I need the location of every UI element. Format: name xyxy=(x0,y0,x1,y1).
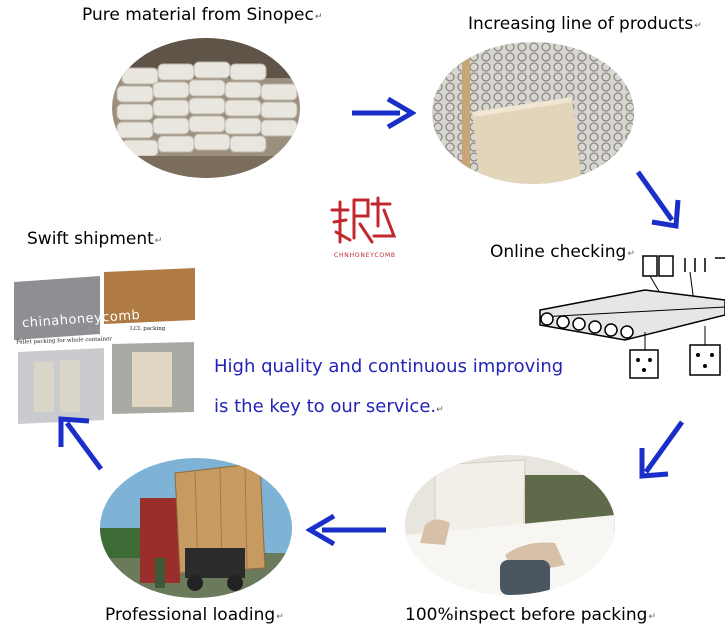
arrow-left-icon xyxy=(306,513,386,547)
photo-inspection xyxy=(405,455,615,595)
step-label-shipment: Swift shipment↵ xyxy=(27,229,163,249)
logo-chnhoneycomb: CHNHONEYCOMB xyxy=(328,196,398,266)
photo-loading xyxy=(100,458,292,598)
photo-collage-shipment: chinahoneycomb Pallet packing for whole … xyxy=(12,262,197,432)
arrow-up-left-icon xyxy=(58,416,104,471)
step-label-checking: Online checking↵ xyxy=(490,242,635,262)
center-message-line2: is the key to our service.↵ xyxy=(214,396,444,417)
step-label-inspect: 100%inspect before packing↵ xyxy=(405,605,656,625)
step-label-material: Pure material from Sinopec↵ xyxy=(82,5,323,25)
center-message-line1: High quality and continuous improving xyxy=(214,356,564,377)
step-label-loading: Professional loading↵ xyxy=(105,605,284,625)
logo-text: CHNHONEYCOMB xyxy=(334,252,396,259)
logo-seal-icon xyxy=(330,196,397,244)
photo-honeycomb-products xyxy=(432,42,634,184)
arrow-down-left-icon xyxy=(639,420,685,479)
diagram-online-checking-machine xyxy=(539,255,725,379)
step-label-products: Increasing line of products↵ xyxy=(468,14,702,34)
arrow-down-right-icon xyxy=(635,170,681,229)
photo-material-sacks xyxy=(112,38,300,178)
collage-caption-right: LCL packing xyxy=(130,326,166,332)
arrow-right-icon xyxy=(352,97,416,129)
